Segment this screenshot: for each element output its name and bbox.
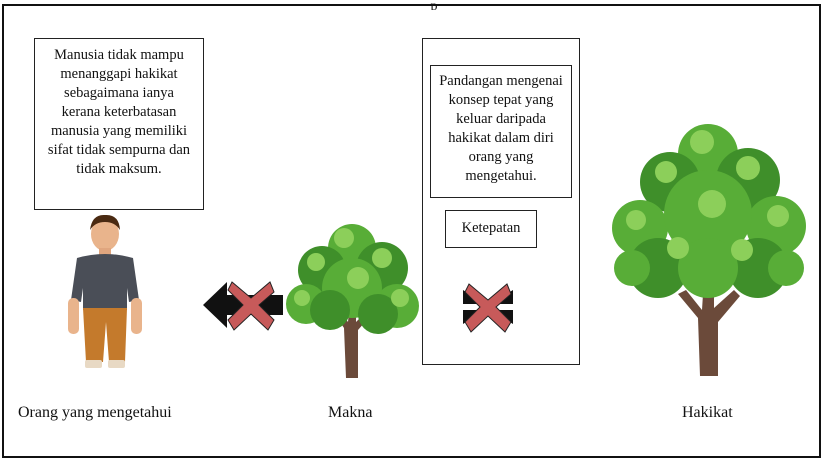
- callout-left-box: [34, 38, 204, 210]
- tree-icon: [286, 224, 419, 378]
- callout-right-text: Pandangan mengenai konsep tepat yang kel…: [439, 73, 563, 184]
- person-icon: [68, 214, 142, 368]
- tag-middle-box: [445, 210, 537, 248]
- label-middle-tree: Makna: [328, 404, 373, 421]
- tag-middle-text: Ketepatan: [461, 220, 521, 236]
- label-person: Orang yang mengetahui: [18, 404, 172, 421]
- label-right-tree: Hakikat: [682, 404, 733, 421]
- callout-left-text: Manusia tidak mampu menanggapi hakikat s…: [47, 47, 191, 177]
- tree-icon: [612, 124, 806, 376]
- callout-right-box: [430, 65, 572, 198]
- cross-icon: [227, 281, 275, 331]
- top-caption: p: [430, 0, 438, 10]
- cross-icon: [464, 283, 512, 333]
